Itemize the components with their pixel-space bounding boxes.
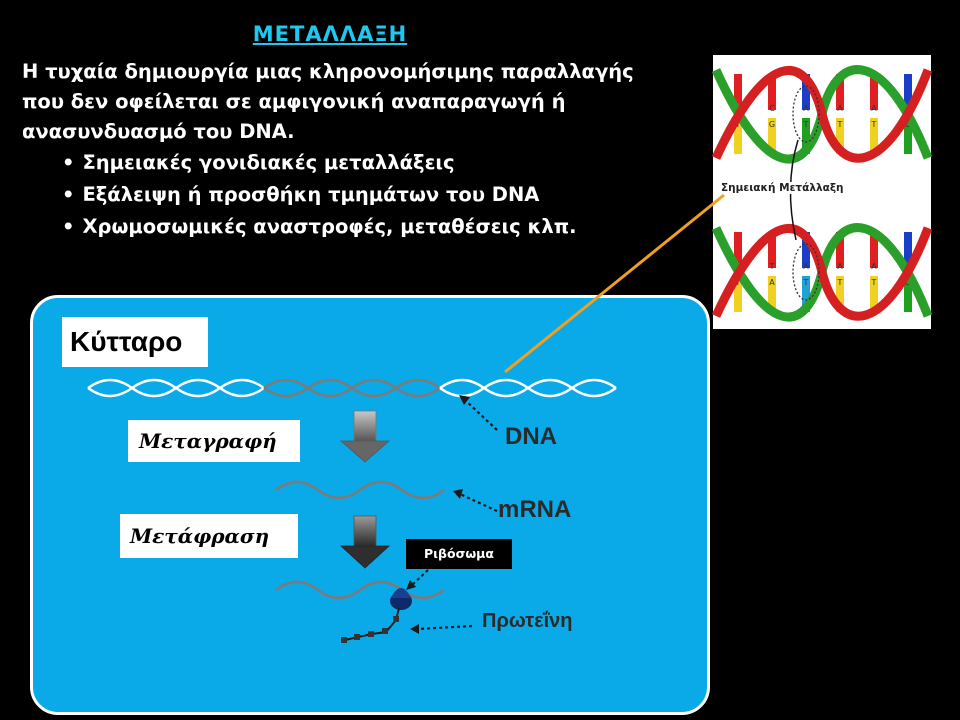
translation-arrow xyxy=(339,515,391,569)
base-pair-rung xyxy=(768,118,776,154)
base-letter: C xyxy=(769,104,775,113)
base-pair-rung xyxy=(836,118,844,154)
base-pair-rung xyxy=(836,74,844,110)
transcription-label: Μεταγραφή xyxy=(128,420,300,462)
base-letter: A xyxy=(871,262,877,271)
base-letter: G xyxy=(769,120,775,129)
inset-label: Σημειακή Μετάλλαξη xyxy=(721,182,844,194)
dna-backbone xyxy=(711,224,933,321)
base-pair-rung xyxy=(870,74,878,110)
base-pair-rung xyxy=(802,74,810,110)
protein-tag: Πρωτεΐνη xyxy=(482,610,573,632)
transcription-arrow xyxy=(339,410,391,463)
bullet-item: Σημειακές γονιδιακές μεταλλάξεις xyxy=(62,147,577,179)
base-pair-rung xyxy=(836,276,844,312)
base-pair-rung xyxy=(768,232,776,268)
mrna-translating xyxy=(275,580,445,600)
base-pair-rung xyxy=(904,276,912,312)
cell-label: Κύτταρο xyxy=(62,317,208,367)
mutation-highlight xyxy=(792,243,820,301)
base-letter: G xyxy=(905,120,911,129)
base-letter: T xyxy=(803,278,809,287)
mrna-tag: mRNA xyxy=(498,496,572,523)
base-letter: A xyxy=(803,262,809,271)
base-letter: A xyxy=(769,278,775,287)
mrna-pointer-arrow xyxy=(459,493,498,512)
protein-pointer-arrow xyxy=(417,624,473,631)
base-pair-rung xyxy=(904,74,912,110)
dna-backbone xyxy=(711,66,933,163)
bullet-item: Εξάλειψη ή προσθήκη τμημάτων του DNA xyxy=(62,179,577,211)
base-pair-rung xyxy=(734,74,742,110)
base-letter: T xyxy=(803,120,809,129)
ribosome-pointer-head xyxy=(406,580,416,590)
base-pair-rung xyxy=(734,118,742,154)
mrna-pointer-head xyxy=(453,489,463,499)
inset-connector-line xyxy=(504,193,725,374)
bullet-item: Χρωμοσωμικές αναστροφές, μεταθέσεις κλπ. xyxy=(62,211,576,243)
page-title: ΜΕΤΑΛΛΑΞΗ xyxy=(252,22,408,46)
ribosome-pointer-arrow xyxy=(410,569,429,587)
dna-pointer-head xyxy=(459,395,470,405)
base-letter: G xyxy=(905,278,911,287)
base-letter: T xyxy=(837,120,843,129)
base-letter: A xyxy=(871,104,877,113)
protein-chain xyxy=(341,607,400,643)
translation-label: Μετάφραση xyxy=(120,514,298,558)
base-pair-rung xyxy=(768,74,776,110)
dna-strand-b-right xyxy=(439,378,617,398)
protein-pointer-head xyxy=(410,624,419,634)
definition-text: Η τυχαία δημιουργία μιας κληρονομήσιμης … xyxy=(22,60,634,143)
dna-gene-strand-b xyxy=(263,378,441,398)
base-pair-rung xyxy=(870,232,878,268)
base-pair-rung xyxy=(904,232,912,268)
dna-helix xyxy=(87,378,617,398)
base-letter: T xyxy=(871,278,877,287)
base-pair-rung xyxy=(734,232,742,268)
mutation-highlight xyxy=(792,85,820,143)
base-pair-rung xyxy=(870,118,878,154)
dna-tag: DNA xyxy=(505,423,557,450)
bullet-list: Σημειακές γονιδιακές μεταλλάξεις Εξάλειψ… xyxy=(62,147,577,243)
base-pair-rung xyxy=(802,232,810,268)
base-pair-rung xyxy=(802,118,810,154)
base-pair-rung xyxy=(768,276,776,312)
base-pair-rung xyxy=(870,276,878,312)
ribosome-icon xyxy=(390,588,412,610)
ribosome-label: Ριβόσωμα xyxy=(406,539,512,569)
base-letter: A xyxy=(837,262,843,271)
base-letter: T xyxy=(871,120,877,129)
base-letter: T xyxy=(769,262,775,271)
base-letter: T xyxy=(837,278,843,287)
base-pair-rung xyxy=(734,276,742,312)
dna-strand-b xyxy=(87,378,265,398)
base-pair-rung xyxy=(836,232,844,268)
base-letter: A xyxy=(803,104,809,113)
base-letter: A xyxy=(837,104,843,113)
base-pair-rung xyxy=(904,118,912,154)
dna-pointer-arrow xyxy=(464,399,498,431)
mrna-strand xyxy=(275,480,445,500)
base-pair-rung xyxy=(802,276,810,312)
